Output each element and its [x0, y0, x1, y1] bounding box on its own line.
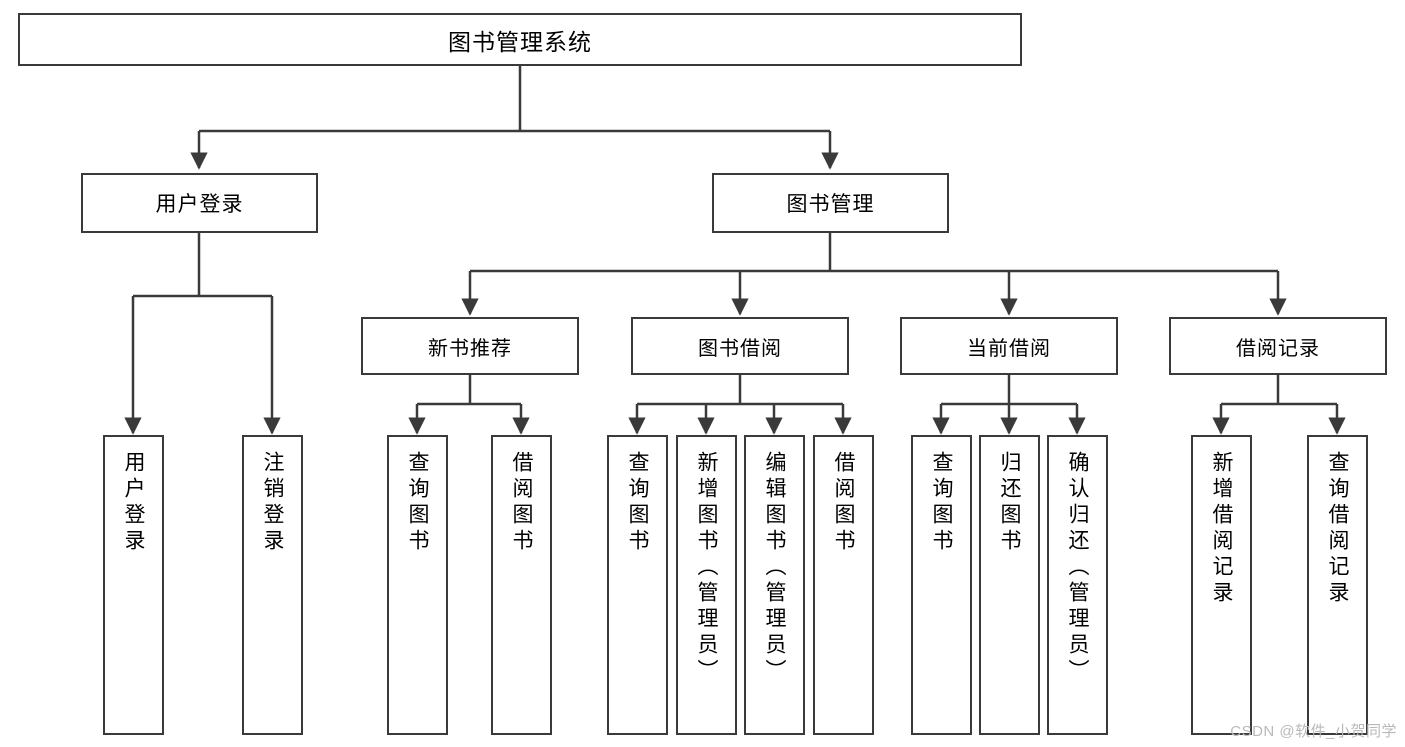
leaf-query-book-3[interactable]: 查询图书: [911, 435, 972, 735]
leaf-query-record[interactable]: 查询借阅记录: [1307, 435, 1368, 735]
leaf-add-book-label: 新增图书（管理员）: [695, 451, 718, 685]
leaf-borrow-book-1-label: 借阅图书: [510, 451, 533, 555]
node-user-login-label: 用户登录: [155, 193, 244, 216]
node-book-manage[interactable]: 图书管理: [712, 173, 949, 233]
node-book-borrow[interactable]: 图书借阅: [631, 317, 849, 375]
leaf-edit-book[interactable]: 编辑图书（管理员）: [744, 435, 805, 735]
node-root[interactable]: 图书管理系统: [18, 13, 1022, 66]
node-current-borrow-label: 当前借阅: [967, 337, 1051, 360]
node-book-manage-label: 图书管理: [786, 193, 875, 216]
leaf-add-book[interactable]: 新增图书（管理员）: [676, 435, 737, 735]
leaf-user-logout-label: 注销登录: [261, 451, 284, 555]
leaf-confirm-return[interactable]: 确认归还（管理员）: [1047, 435, 1108, 735]
leaf-return-book[interactable]: 归还图书: [979, 435, 1040, 735]
leaf-borrow-book-2-label: 借阅图书: [832, 451, 855, 555]
node-user-login[interactable]: 用户登录: [81, 173, 318, 233]
leaf-add-record[interactable]: 新增借阅记录: [1191, 435, 1252, 735]
node-borrow-record-label: 借阅记录: [1236, 337, 1320, 360]
leaf-user-logout[interactable]: 注销登录: [242, 435, 303, 735]
leaf-query-record-label: 查询借阅记录: [1326, 451, 1349, 607]
node-new-book-rec[interactable]: 新书推荐: [361, 317, 579, 375]
leaf-return-book-label: 归还图书: [998, 451, 1021, 555]
leaf-user-login-label: 用户登录: [122, 451, 145, 555]
leaf-edit-book-label: 编辑图书（管理员）: [763, 451, 786, 685]
leaf-query-book-2[interactable]: 查询图书: [607, 435, 668, 735]
leaf-add-record-label: 新增借阅记录: [1210, 451, 1233, 607]
csdn-watermark: CSDN @软件_小贺同学: [1230, 723, 1397, 740]
node-book-borrow-label: 图书借阅: [698, 337, 782, 360]
leaf-confirm-return-label: 确认归还（管理员）: [1066, 451, 1089, 685]
node-borrow-record[interactable]: 借阅记录: [1169, 317, 1387, 375]
node-root-label: 图书管理系统: [448, 28, 592, 55]
leaf-query-book-1-label: 查询图书: [406, 451, 429, 555]
leaf-user-login[interactable]: 用户登录: [103, 435, 164, 735]
node-new-book-rec-label: 新书推荐: [428, 337, 512, 360]
leaf-query-book-3-label: 查询图书: [930, 451, 953, 555]
leaf-query-book-1[interactable]: 查询图书: [387, 435, 448, 735]
node-current-borrow[interactable]: 当前借阅: [900, 317, 1118, 375]
leaf-borrow-book-2[interactable]: 借阅图书: [813, 435, 874, 735]
leaf-query-book-2-label: 查询图书: [626, 451, 649, 555]
leaf-borrow-book-1[interactable]: 借阅图书: [491, 435, 552, 735]
